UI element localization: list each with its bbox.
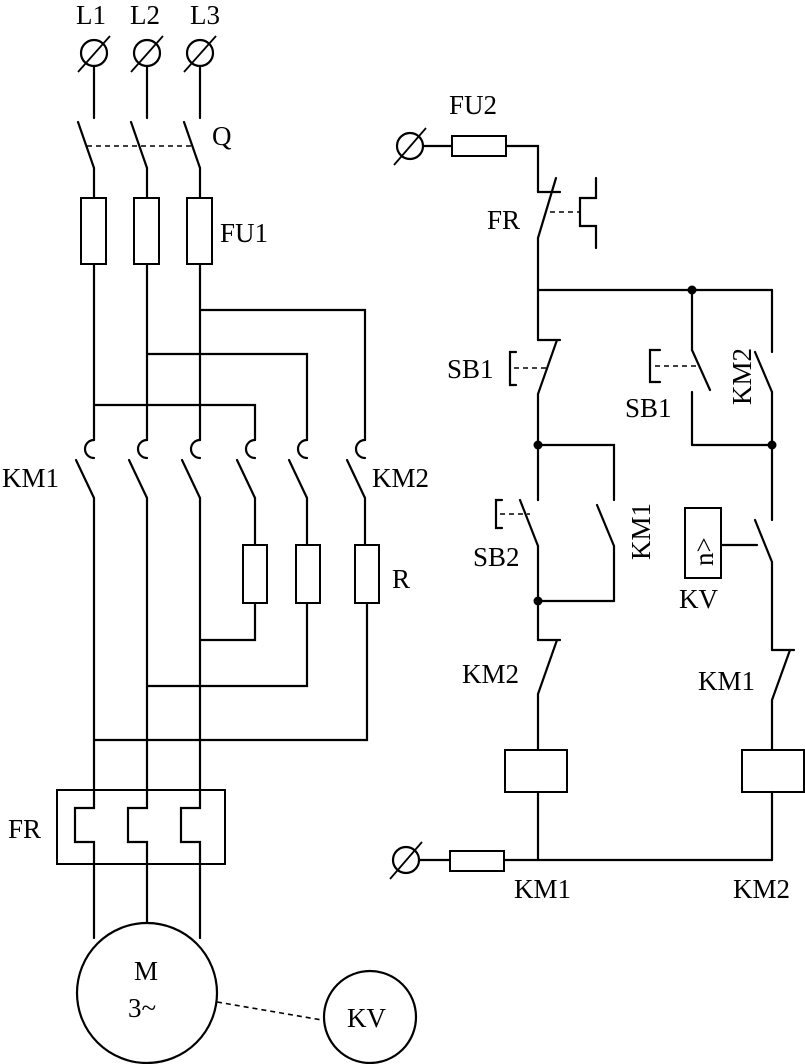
coil-km2	[741, 749, 805, 793]
fuses-fu1	[80, 197, 213, 265]
fr-nc-contact	[536, 176, 598, 250]
control-circuit: FU2 FR SB1	[389, 90, 805, 904]
speed-relay-kv	[322, 969, 418, 1064]
label-l1: L1	[76, 0, 106, 30]
label-fr-main: FR	[8, 814, 41, 844]
label-kv-relay: KV	[679, 584, 718, 614]
label-kv-meter: KV	[347, 1003, 386, 1033]
label-km2-coil: KM2	[733, 874, 790, 904]
label-l3: L3	[190, 0, 220, 30]
label-fr-control: FR	[487, 205, 520, 235]
label-r: R	[392, 564, 410, 594]
label-q: Q	[212, 121, 232, 151]
label-sb1-aux: SB1	[625, 393, 672, 423]
fuse-fu2-bottom	[449, 850, 505, 872]
kv-relay-contact	[684, 507, 774, 652]
label-km2-hold: KM2	[727, 348, 757, 405]
label-km1-interlock: KM1	[698, 666, 755, 696]
km2-interlock-contact	[536, 638, 562, 752]
thermal-relay-fr	[56, 788, 226, 866]
main-circuit: L1 L2 L3 Q FU1	[2, 0, 429, 1064]
km1-interlock-contact	[770, 648, 796, 752]
label-km2-main: KM2	[372, 463, 429, 493]
sb1-stop-button	[508, 338, 562, 396]
label-motor-m: M	[134, 956, 158, 986]
km2-hold-contact	[753, 288, 774, 522]
fuse-fu2	[451, 135, 507, 157]
resistors-r	[242, 544, 380, 604]
label-km2-interlock: KM2	[462, 659, 519, 689]
label-fu2: FU2	[449, 90, 497, 120]
label-speed-relay-symbol: n>	[689, 537, 719, 566]
label-motor-3phase: 3~	[128, 993, 156, 1023]
sb1-aux-contact	[648, 288, 712, 447]
main-contacts-km1-km2	[74, 438, 367, 500]
label-km1-hold: KM1	[626, 503, 656, 560]
label-sb1-stop: SB1	[447, 354, 494, 384]
terminal-control-bottom	[389, 841, 423, 880]
km1-hold-contact	[595, 503, 616, 603]
label-km1-main: KM1	[2, 463, 59, 493]
label-sb2: SB2	[473, 542, 520, 572]
sb2-start-button	[494, 498, 540, 642]
motor-m	[75, 921, 219, 1064]
terminal-control-top	[393, 127, 427, 166]
switch-q	[76, 120, 202, 170]
coil-km1	[504, 749, 568, 793]
label-l2: L2	[130, 0, 160, 30]
label-fu1: FU1	[220, 218, 268, 248]
label-km1-coil: KM1	[514, 874, 571, 904]
